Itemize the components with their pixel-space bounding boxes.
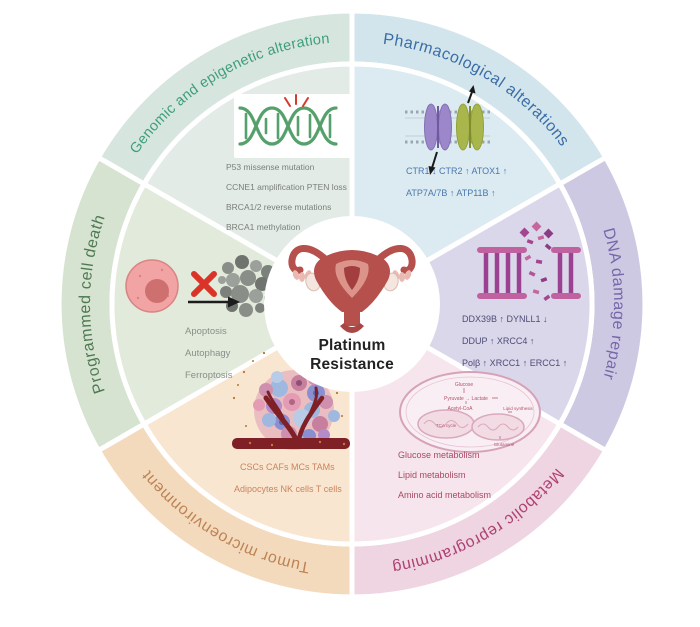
pcd-content: Apoptosis Autophagy Ferroptosis [125, 255, 279, 381]
metabolic-item: Lipid metabolism [398, 470, 466, 480]
metabolism-label: Acetyl-CoA [447, 406, 473, 412]
membrane-transporters-icon [405, 85, 490, 175]
tumor-vasculature-icon [232, 351, 350, 450]
tme-item: Adipocytes NK cells T cells [234, 484, 342, 494]
metabolism-label: Glucose [455, 382, 474, 388]
blocked-arrow-icon [188, 271, 240, 308]
pharma-item: CTR1 ↓ CTR2 ↑ ATOX1 ↑ [406, 166, 507, 176]
center-title-line1: Platinum [318, 337, 385, 354]
dna-helix-icon [238, 94, 338, 146]
pharmacological-content: CTR1 ↓ CTR2 ↑ ATOX1 ↑ ATP7A/7B ↑ ATP11B … [405, 85, 507, 198]
blood-vessel [232, 438, 350, 449]
metabolic-item: Glucose metabolism [398, 450, 480, 460]
vessel-branches [263, 395, 301, 447]
metabolism-label: Glutamine [494, 442, 515, 447]
dna-repair-content: DDX39B ↑ DYNLL1 ↓ DDUP ↑ XRCC4 ↑ Polβ ↑ … [462, 221, 581, 368]
dna-break-spark-icon [284, 94, 309, 107]
genomic-content: P53 missense mutation CCNE1 amplificatio… [226, 94, 352, 232]
genomic-item: BRCA1/2 reverse mutations [226, 202, 331, 212]
dna-repair-item: DDX39B ↑ DYNLL1 ↓ [462, 314, 548, 324]
genomic-item: CCNE1 amplification PTEN loss [226, 182, 347, 192]
tme-content: CSCs CAFs MCs TAMs Adipocytes NK cells T… [232, 351, 350, 494]
metabolic-content: Glucose Pyruvate → Lactate Acetyl-CoA TC… [398, 371, 541, 500]
metabolic-item: Amino acid metabolism [398, 490, 491, 500]
pcd-item: Autophagy [185, 348, 231, 359]
genomic-item: P53 missense mutation [226, 162, 315, 172]
pharma-item: ATP7A/7B ↑ ATP11B ↑ [406, 188, 496, 198]
metabolism-label: TCA cycle [436, 423, 457, 428]
dna-repair-icon [477, 221, 581, 301]
influx-arrow-icon [428, 151, 438, 175]
cell-metabolism-icon: Glucose Pyruvate → Lactate Acetyl-CoA TC… [399, 371, 541, 453]
center-title-line2: Resistance [310, 356, 394, 373]
pcd-item: Ferroptosis [185, 370, 233, 381]
metabolism-label: Lipid synthesis [503, 406, 533, 411]
uterus-icon [288, 245, 416, 333]
dna-repair-item: Polβ ↑ XRCC1 ↑ ERCC1 ↑ [462, 358, 567, 368]
red-cross-icon [191, 271, 217, 297]
efflux-arrow-icon [467, 85, 476, 104]
pcd-item: Apoptosis [185, 326, 227, 337]
genomic-item: BRCA1 methylation [226, 222, 300, 232]
center-hub: Platinum Resistance [264, 216, 440, 392]
dying-cell-icon [125, 259, 179, 313]
dna-helix-card [234, 94, 352, 158]
metabolism-label: Pyruvate → Lactate [444, 396, 488, 402]
tme-item: CSCs CAFs MCs TAMs [240, 462, 335, 472]
dna-fragments-icon [519, 221, 554, 301]
dna-repair-item: DDUP ↑ XRCC4 ↑ [462, 336, 534, 346]
